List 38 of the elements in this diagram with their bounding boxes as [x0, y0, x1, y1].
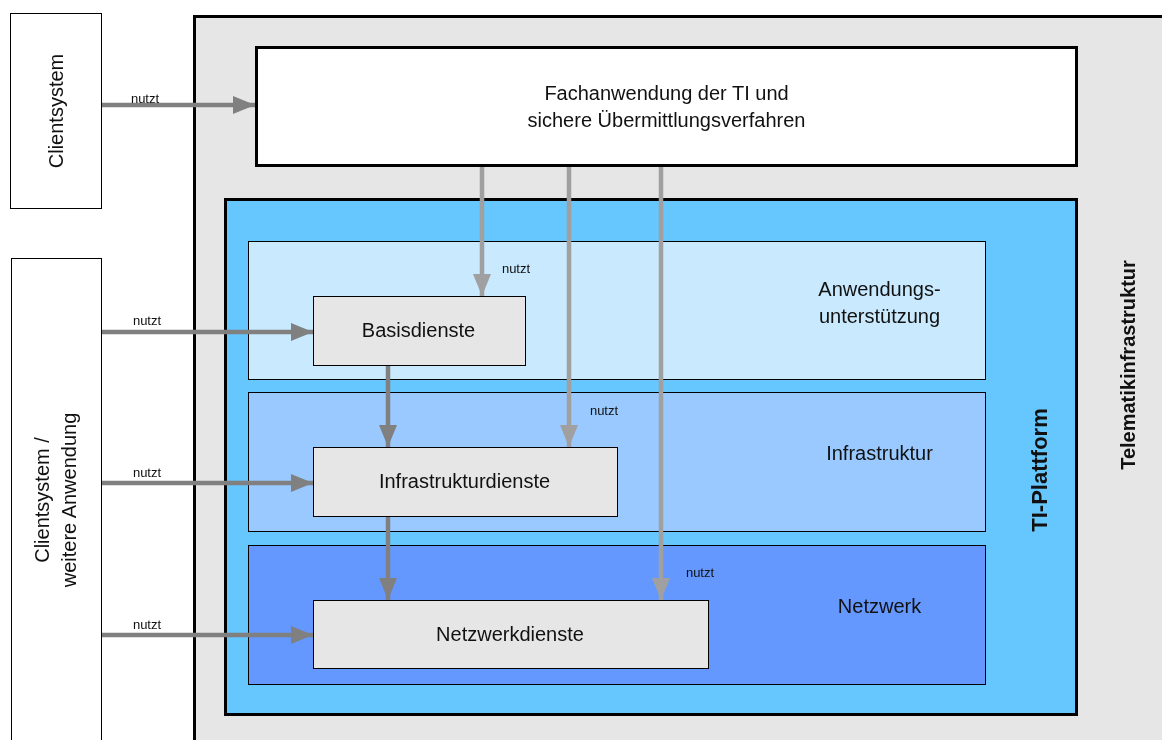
edge-label: nutzt	[685, 564, 715, 580]
platform-container	[224, 198, 1078, 716]
node-label: Infrastruktur	[825, 440, 934, 465]
infrastructure-container	[193, 15, 1162, 740]
edge-label: nutzt	[132, 312, 162, 328]
layer-band	[248, 241, 986, 380]
service-box	[312, 599, 709, 669]
arrow	[102, 96, 255, 114]
client-box	[11, 258, 102, 740]
edge-label: nutzt	[130, 90, 160, 106]
arrow	[102, 323, 313, 341]
arrow	[102, 626, 313, 644]
node-label: Clientsystem	[43, 52, 68, 170]
edge-label: nutzt	[501, 260, 531, 276]
arrow	[560, 167, 578, 447]
service-box	[312, 295, 526, 366]
application-box	[255, 46, 1078, 167]
node-label: TI-Plattform	[1026, 407, 1054, 534]
edge-label: nutzt	[589, 402, 619, 418]
layer-band	[248, 392, 986, 532]
arrow	[102, 474, 313, 492]
node-label: Telematikinfrastruktur	[1115, 259, 1140, 472]
node-label: Basisdienste	[360, 317, 477, 343]
service-box	[312, 446, 618, 517]
node-label: Fachanwendung der TI und sichere Übermittlungsverfahren	[526, 80, 807, 133]
client-box	[10, 13, 102, 209]
node-label: Clientsystem / weitere Anwendung	[29, 411, 81, 589]
arrow	[473, 167, 491, 296]
node-label: Netzwerk	[836, 593, 923, 618]
node-label: Anwendungs- unterstützung	[817, 276, 942, 329]
layer-band	[248, 545, 986, 685]
arrow	[379, 517, 397, 600]
arrow	[652, 167, 670, 600]
node-label: Infrastrukturdienste	[377, 468, 552, 494]
node-label: Netzwerkdienste	[435, 621, 585, 646]
edge-label: nutzt	[132, 464, 162, 480]
arrow	[379, 366, 397, 447]
edge-label: nutzt	[132, 616, 162, 632]
